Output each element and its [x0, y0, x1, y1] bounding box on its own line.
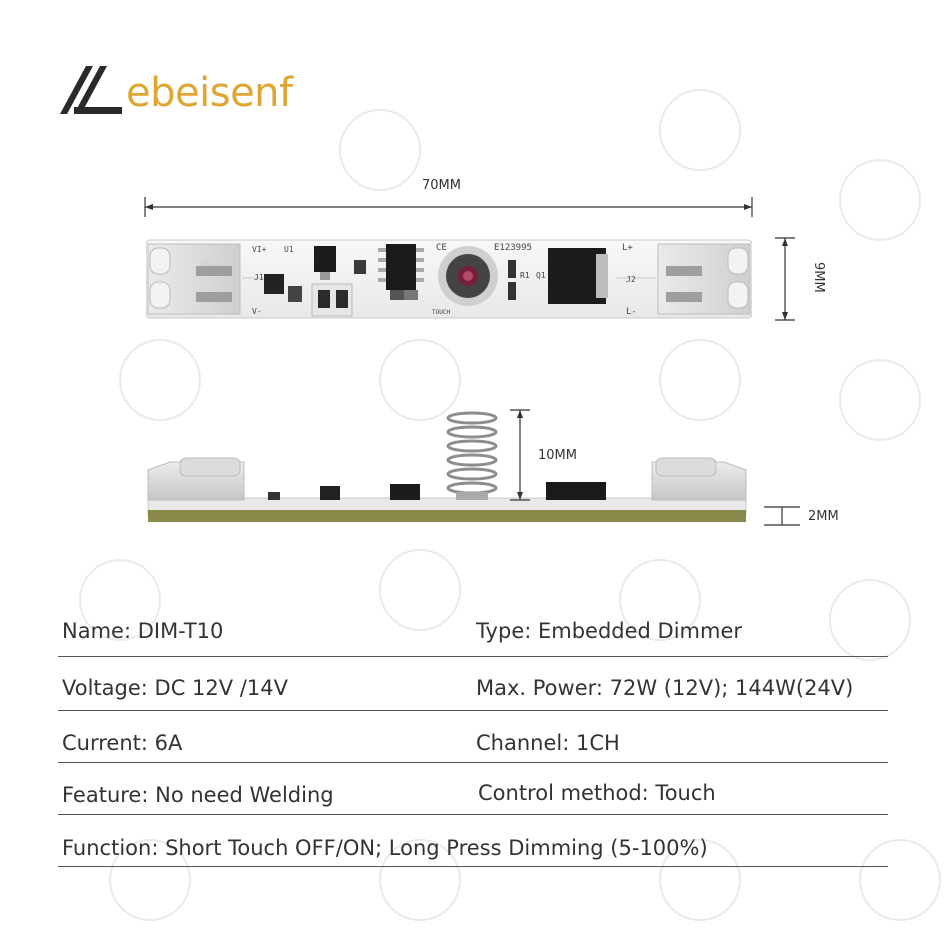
board-height-dimension-line: [764, 506, 800, 526]
spec-function: Function: Short Touch OFF/ON; Long Press…: [62, 836, 708, 860]
pcb-label-r1: R1: [520, 271, 530, 280]
spec-divider: [58, 814, 888, 815]
spec-name: Name: DIM-T10: [62, 619, 224, 643]
pcb-label-lminus: L-: [626, 307, 637, 317]
spec-divider: [58, 866, 888, 867]
pcb-top-view: VI+ V- U1 J1 CE E123995 L+ L- J2 TOUCH R…: [145, 238, 753, 320]
spec-divider: [58, 762, 888, 763]
pcb-label-j2: J2: [626, 275, 636, 284]
brand-name: ebeisenf: [126, 70, 293, 116]
length-label: 70MM: [422, 178, 461, 193]
pcb-label-ce: CE: [436, 243, 447, 253]
brand-logo-icon: [60, 66, 122, 114]
spec-type: Type: Embedded Dimmer: [476, 619, 743, 643]
length-dimension-line: [144, 197, 753, 217]
pcb-label-lplus: L+: [622, 243, 633, 253]
spring-height-label: 10MM: [538, 448, 577, 463]
pcb-label-touch: TOUCH: [432, 309, 450, 316]
pcb-side-view: [147, 409, 747, 522]
spec-feature: Feature: No need Welding: [62, 783, 334, 807]
spec-max-power: Max. Power: 72W (12V); 144W(24V): [476, 676, 854, 700]
board-height-label: 2MM: [808, 509, 839, 524]
spec-current: Current: 6A: [62, 731, 183, 755]
pcb-label-vplus: VI+: [252, 245, 267, 254]
pcb-label-vminus: V-: [252, 307, 262, 316]
spec-divider: [58, 710, 888, 711]
spec-voltage: Voltage: DC 12V /14V: [62, 676, 288, 700]
spec-divider: [58, 656, 888, 657]
width-dimension-line: [775, 237, 795, 321]
pcb-label-code: E123995: [494, 243, 532, 253]
spec-channel: Channel: 1CH: [476, 731, 620, 755]
pcb-top-drawing: VI+ V- U1 J1 CE E123995 L+ L- J2 TOUCH R…: [145, 239, 753, 319]
pcb-label-q1: Q1: [536, 271, 546, 280]
pcb-label-j1: J1: [254, 273, 264, 282]
pcb-label-u1: U1: [284, 245, 294, 254]
width-label: 9MM: [811, 262, 826, 293]
spec-control: Control method: Touch: [478, 781, 716, 805]
spring-icon: [446, 411, 498, 495]
